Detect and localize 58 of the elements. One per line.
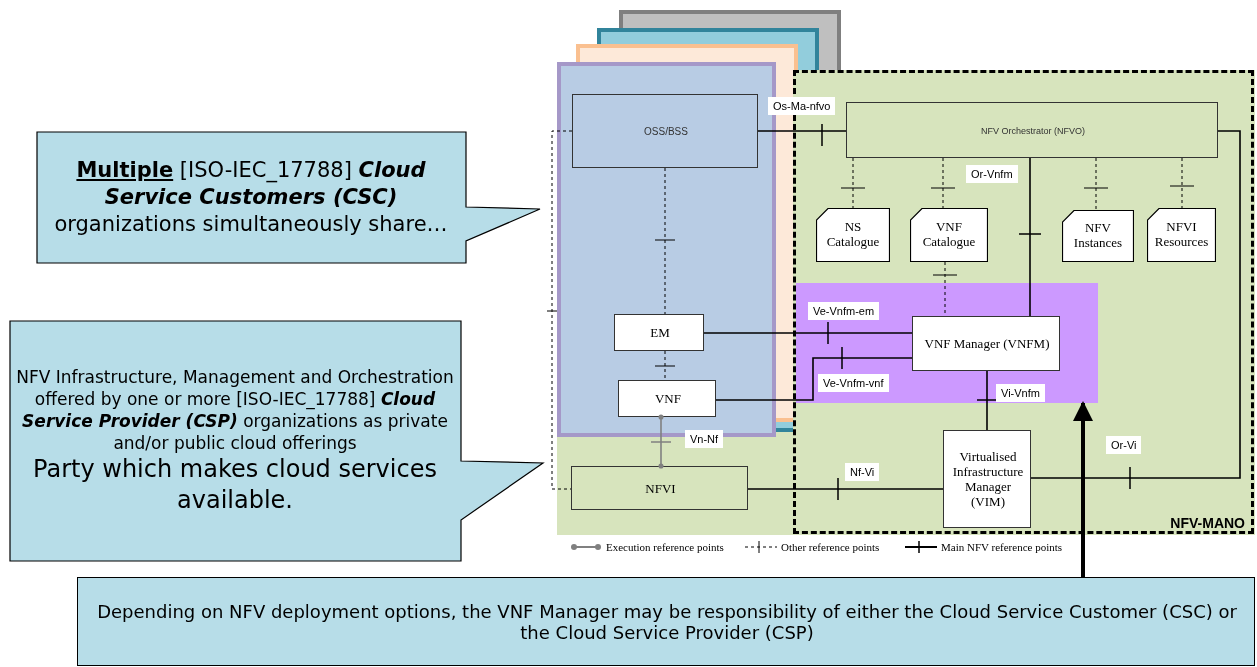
box-label: Virtualised Infrastructure Manager (VIM) xyxy=(951,450,1025,510)
connector-line xyxy=(658,414,664,469)
component-box xyxy=(614,314,704,351)
callout-text: Multiple [ISO-IEC_17788] Cloud Service Customers (CSC) organizations simultaneously share… xyxy=(53,156,449,239)
callout-bubble xyxy=(9,320,545,562)
callout-text: NFV Infrastructure, Management and Orchestration offered by one or more [ISO-IEC_17788] Cloud Service Provider (CSP) organizations as private and/or public cloud offerings xyxy=(15,365,455,454)
callout-text: Depending on NFV deployment options, the VNF Manager may be responsibility of either the Cloud Service Customer (CSC) or the Cloud Service Provider (CSP) xyxy=(96,601,1238,644)
arrow xyxy=(1073,401,1093,577)
edge-label: Or-Vnfm xyxy=(966,165,1018,183)
legend-label: Execution reference points xyxy=(606,541,724,553)
catalogue-shape xyxy=(1147,208,1216,262)
legend-label: Other reference points xyxy=(781,541,880,553)
connector-line xyxy=(747,488,944,490)
component-box xyxy=(571,466,748,510)
box-label: OSS/BSS xyxy=(644,126,688,138)
connector-line xyxy=(1029,157,1031,317)
callout-text: Party which makes cloud services available. xyxy=(32,454,438,517)
component-box xyxy=(846,102,1218,158)
edge-label: Os-Ma-nfvo xyxy=(768,97,836,115)
component-box xyxy=(912,316,1060,371)
connector-line xyxy=(986,370,988,431)
connector-line xyxy=(757,130,847,132)
connector-line xyxy=(703,332,913,334)
group-title: NFV-MANO xyxy=(1170,514,1245,531)
edge-label: Ve-Vnfm-vnf xyxy=(818,374,889,392)
connector-line xyxy=(664,350,666,381)
vnfm-region xyxy=(796,283,1098,403)
catalogue-shape xyxy=(910,208,988,262)
box-label: NFV Orchestrator (NFVO) xyxy=(981,125,1085,137)
edge-label: Or-Vi xyxy=(1106,436,1142,454)
box-label: EM xyxy=(650,326,670,341)
legend-label: Main NFV reference points xyxy=(941,541,1063,553)
callout-bubble xyxy=(36,131,542,264)
box-label: NS Catalogue xyxy=(825,220,881,250)
connector-line xyxy=(1095,157,1097,211)
component-box xyxy=(572,94,758,168)
box-label: VNF xyxy=(655,392,681,407)
edge-label: Vn-Nf xyxy=(685,430,724,448)
connector-line xyxy=(942,157,944,209)
box-label: NFV Instances xyxy=(1072,221,1124,251)
edge-label: Vi-Vnfm xyxy=(996,384,1045,402)
catalogue-shape xyxy=(816,208,890,262)
edge-label: Nf-Vi xyxy=(845,463,880,481)
box-label: NFVI xyxy=(645,481,676,497)
connector-line xyxy=(1181,157,1183,209)
connector-line xyxy=(852,157,854,209)
callout-box xyxy=(77,577,1255,666)
box-label: VNF Catalogue xyxy=(921,220,977,250)
component-box xyxy=(618,380,716,417)
connector-line xyxy=(664,167,666,315)
box-label: VNF Manager (VNFM) xyxy=(924,337,1050,352)
connector-line xyxy=(715,357,913,401)
box-label: NFVI Resources xyxy=(1153,220,1210,250)
component-box xyxy=(943,430,1031,528)
connector-line xyxy=(551,130,573,490)
connector-line xyxy=(1030,130,1241,479)
edge-label: Ve-Vnfm-em xyxy=(808,302,880,320)
catalogue-shape xyxy=(1062,210,1134,262)
